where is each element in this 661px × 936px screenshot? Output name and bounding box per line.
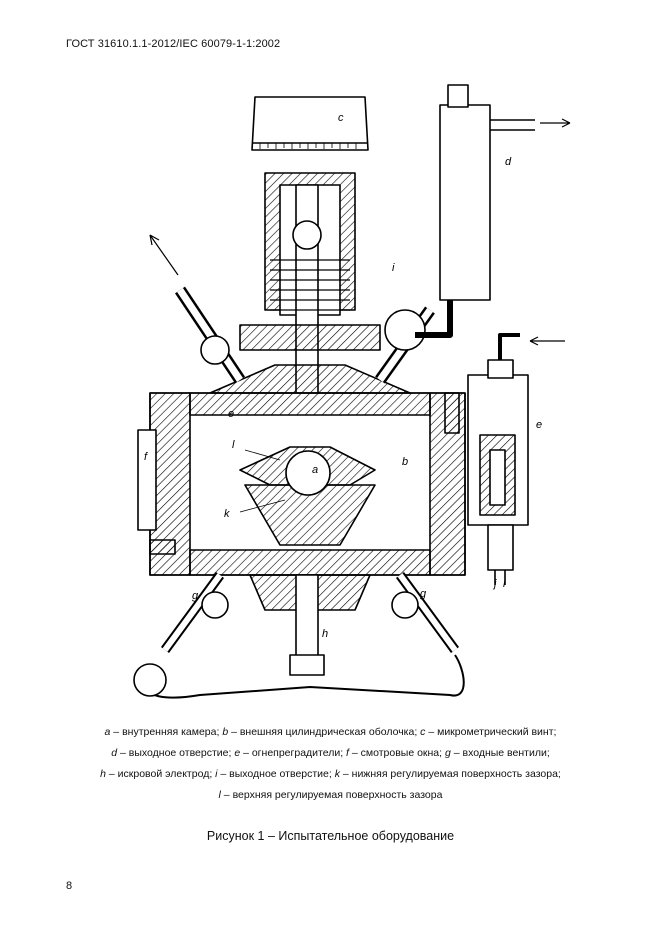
legend-key: h [100, 768, 106, 780]
figure-legend: a – внутренняя камера; b – внешняя цилин… [40, 722, 621, 806]
label-g2: g [420, 588, 427, 600]
legend-key: b [222, 726, 229, 738]
label-h: h [322, 628, 328, 640]
label-a: a [312, 464, 318, 476]
legend-key: e [234, 747, 241, 759]
label-g: g [192, 590, 199, 602]
micrometer-head [251, 96, 369, 151]
label-c: c [338, 112, 344, 124]
legend-text: – внутренняя камера; [110, 726, 223, 738]
legend-text: – верхняя регулируемая поверхность зазор… [220, 789, 443, 801]
legend-text: – выходное отверстие; [117, 747, 235, 759]
legend-text: – искровой электрод; [105, 768, 216, 780]
apparatus-drawing: c d i e e f l a b k g g h j i [110, 75, 580, 705]
label-e: e [228, 408, 234, 420]
legend-key: a [104, 726, 111, 738]
document-header: ГОСТ 31610.1.1-2012/IEC 60079-1-1:2002 [66, 38, 281, 50]
label-j: j [492, 578, 497, 590]
legend-key: l [218, 789, 221, 801]
legend-text: – огнепреградители; [240, 747, 347, 759]
legend-text: – выходное отверстие; [217, 768, 335, 780]
legend-key: d [111, 747, 118, 759]
legend-line-1: a – внутренняя камера; b – внешняя цилин… [40, 722, 621, 743]
legend-line-2: d – выходное отверстие; e – огнепрегради… [40, 743, 621, 764]
label-f: f [144, 451, 148, 463]
legend-text: – входные вентили; [450, 747, 550, 759]
legend-key: k [334, 768, 340, 780]
label-b: b [402, 456, 408, 468]
legend-key: g [444, 747, 451, 759]
legend-text: – смотровые окна; [348, 747, 445, 759]
legend-line-3: h – искровой электрод; i – выходное отве… [40, 764, 621, 785]
legend-key: i [215, 768, 218, 780]
label-l: l [232, 439, 235, 451]
figure-title: Рисунок 1 – Испытательное оборудование [206, 829, 455, 843]
label-i: i [392, 262, 395, 274]
legend-key: f [346, 747, 349, 759]
legend-text: – нижняя регулируемая поверхность зазора… [339, 768, 561, 780]
page-number: 8 [66, 880, 73, 892]
legend-key: c [420, 726, 426, 738]
label-e2: e [536, 419, 542, 431]
legend-text: – микрометрический винт; [425, 726, 557, 738]
legend-line-4: l – верхняя регулируемая поверхность заз… [40, 785, 621, 806]
label-i2: i [503, 578, 506, 590]
label-d: d [505, 156, 512, 168]
legend-text: – внешняя цилиндрическая оболочка; [228, 726, 421, 738]
label-k: k [224, 508, 230, 520]
